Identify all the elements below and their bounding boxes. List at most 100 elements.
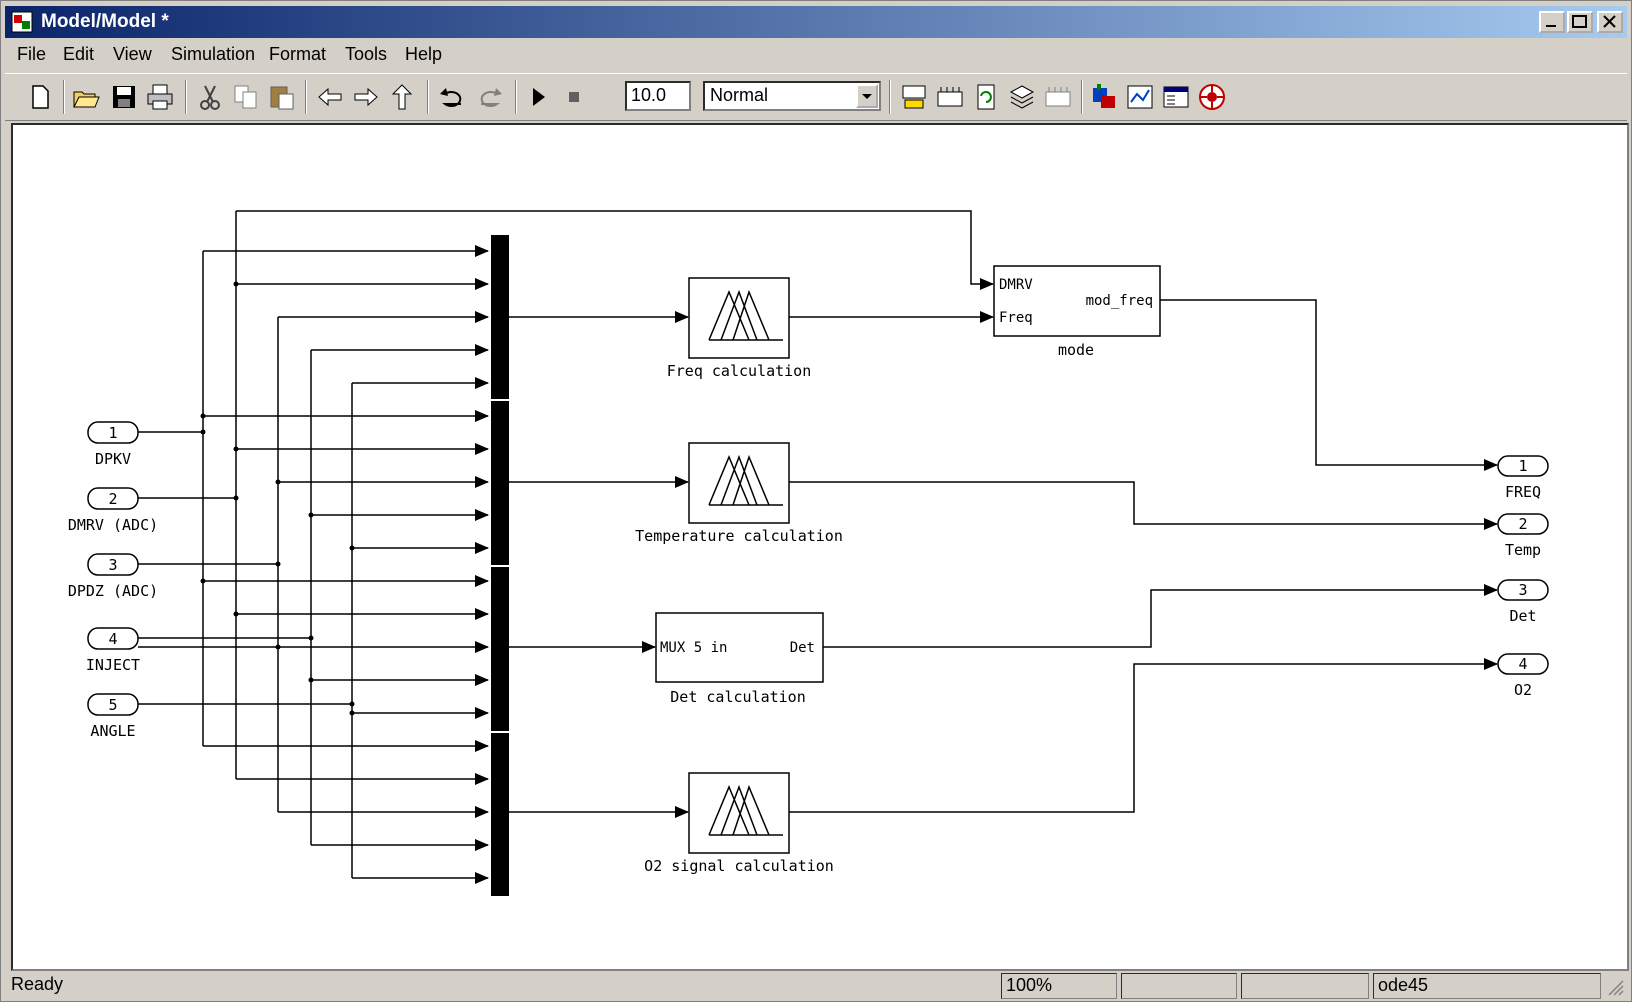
status-cell-empty <box>1121 973 1237 999</box>
menu-edit[interactable]: Edit <box>63 44 95 64</box>
update-diagram-icon[interactable] <box>935 82 965 112</box>
library-browser-icon[interactable] <box>1007 82 1037 112</box>
port-label: DMRV <box>999 277 1033 293</box>
outport-1[interactable]: 1 FREQ <box>1497 455 1549 501</box>
inport-3[interactable]: 3 DPDZ (ADC) <box>68 553 158 600</box>
block-label: O2 signal calculation <box>644 857 834 875</box>
inport-number: 2 <box>108 490 117 508</box>
inport-label: INJECT <box>86 656 140 674</box>
det-calculation-block[interactable]: MUX 5 in Det Det calculation <box>655 612 824 706</box>
save-icon[interactable] <box>109 82 139 112</box>
scope-icon[interactable] <box>1125 82 1155 112</box>
outport-3[interactable]: 3 Det <box>1497 579 1549 625</box>
simulation-mode-select[interactable]: Normal <box>703 81 881 111</box>
outport-label: FREQ <box>1505 483 1541 501</box>
menu-simulation[interactable]: Simulation <box>171 44 256 64</box>
inport-number: 3 <box>108 556 117 574</box>
simulation-mode-value: Normal <box>710 85 769 105</box>
toolbar-separator <box>515 80 517 114</box>
maximize-button[interactable] <box>1567 11 1593 33</box>
fuzzy-logic-icon <box>708 289 783 341</box>
inport-2[interactable]: 2 DMRV (ADC) <box>68 487 158 534</box>
print-icon[interactable] <box>145 82 175 112</box>
redo-icon[interactable] <box>475 82 505 112</box>
port-label: Freq <box>999 310 1033 326</box>
menu-file[interactable]: File <box>17 44 47 64</box>
fuzzy-logic-icon <box>708 784 783 836</box>
toolbar: 10.0 Normal <box>5 73 1627 121</box>
model-properties-icon[interactable] <box>1161 82 1191 112</box>
close-button[interactable] <box>1597 11 1623 33</box>
outport-number: 1 <box>1518 457 1527 475</box>
refresh-icon[interactable] <box>971 82 1001 112</box>
outport-label: Det <box>1509 607 1536 625</box>
resize-grip-icon[interactable] <box>1605 977 1625 997</box>
outport-label: O2 <box>1514 681 1532 699</box>
new-model-icon[interactable] <box>25 82 55 112</box>
inport-label: DPKV <box>95 450 131 468</box>
undo-icon[interactable] <box>437 82 467 112</box>
mux-block[interactable] <box>491 235 509 896</box>
outport-number: 2 <box>1518 515 1527 533</box>
up-arrow-icon[interactable] <box>387 82 417 112</box>
menu-bar: File Edit View Simulation Format Tools H… <box>5 41 1627 69</box>
status-text: Ready <box>11 974 64 994</box>
menu-format[interactable]: Format <box>269 44 327 64</box>
stop-simulation-icon[interactable] <box>559 82 589 112</box>
inport-label: DMRV (ADC) <box>68 516 158 534</box>
inport-4[interactable]: 4 INJECT <box>86 627 140 674</box>
status-bar: Ready 100% ode45 <box>5 971 1627 1001</box>
inport-number: 1 <box>108 424 117 442</box>
debug-icon[interactable] <box>1089 82 1119 112</box>
title-bar[interactable]: Model/Model * <box>5 6 1627 38</box>
toolbar-separator <box>63 80 65 114</box>
port-label: Det <box>790 640 815 656</box>
build-model-icon[interactable] <box>899 82 929 112</box>
window-title: Model/Model * <box>41 11 169 32</box>
inport-label: ANGLE <box>90 722 135 740</box>
outport-2[interactable]: 2 Temp <box>1497 513 1549 559</box>
back-arrow-icon[interactable] <box>315 82 345 112</box>
inport-number: 5 <box>108 696 117 714</box>
stop-time-field[interactable]: 10.0 <box>625 81 691 111</box>
o2-signal-calculation-block[interactable]: O2 signal calculation <box>644 772 834 875</box>
toolbar-separator <box>305 80 307 114</box>
toolbar-separator <box>889 80 891 114</box>
inport-1[interactable]: 1 DPKV <box>87 421 139 468</box>
model-explorer-icon[interactable] <box>1043 82 1073 112</box>
simulink-help-icon[interactable] <box>1197 82 1227 112</box>
solver-name: ode45 <box>1373 973 1601 999</box>
copy-icon[interactable] <box>231 82 261 112</box>
toolbar-separator <box>185 80 187 114</box>
block-label: Temperature calculation <box>635 527 843 545</box>
chevron-down-icon[interactable] <box>856 84 878 108</box>
minimize-button[interactable] <box>1539 11 1565 33</box>
outport-4[interactable]: 4 O2 <box>1497 653 1549 699</box>
mode-block[interactable]: DMRV Freq mod_freq mode <box>993 265 1161 359</box>
model-canvas[interactable]: 1 DPKV 2 DMRV (ADC) 3 DPDZ (ADC) 4 INJEC… <box>11 123 1629 971</box>
fuzzy-logic-icon <box>708 454 783 506</box>
outport-number: 4 <box>1518 655 1527 673</box>
inport-label: DPDZ (ADC) <box>68 582 158 600</box>
open-folder-icon[interactable] <box>71 82 101 112</box>
paste-icon[interactable] <box>267 82 297 112</box>
cut-icon[interactable] <box>195 82 225 112</box>
port-label: mod_freq <box>1086 293 1153 309</box>
menu-help[interactable]: Help <box>405 44 443 64</box>
port-label: MUX 5 in <box>660 640 727 656</box>
toolbar-separator <box>427 80 429 114</box>
forward-arrow-icon[interactable] <box>351 82 381 112</box>
freq-calculation-block[interactable]: Freq calculation <box>667 277 812 380</box>
menu-tools[interactable]: Tools <box>345 44 388 64</box>
block-diagram: 1 DPKV 2 DMRV (ADC) 3 DPDZ (ADC) 4 INJEC… <box>68 210 1549 896</box>
toolbar-separator <box>1081 80 1083 114</box>
status-cell-empty <box>1241 973 1369 999</box>
temperature-calculation-block[interactable]: Temperature calculation <box>635 442 843 545</box>
inport-number: 4 <box>108 630 117 648</box>
block-label: Freq calculation <box>667 362 812 380</box>
menu-view[interactable]: View <box>113 44 152 64</box>
block-label: Det calculation <box>670 688 805 706</box>
inport-5[interactable]: 5 ANGLE <box>87 693 139 740</box>
start-simulation-icon[interactable] <box>523 82 553 112</box>
